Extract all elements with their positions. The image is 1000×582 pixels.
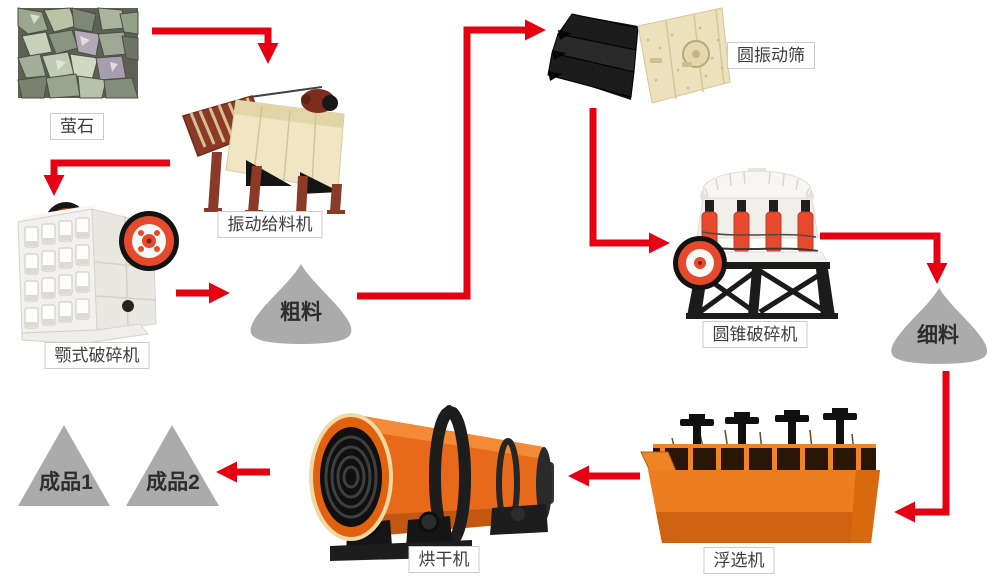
fine-material-pile [891,287,988,364]
label-cone-crusher: 圆锥破碎机 [702,321,808,348]
arrow-screen-to-cone-crusher [589,108,670,254]
label-flotation-machine: 浮选机 [703,547,775,574]
product1-triangle [18,425,110,506]
fluorite-photo [17,7,139,99]
label-product-2: 成品2 [146,471,200,494]
cone-crusher-flywheel [673,236,727,290]
label-fine-material: 细料 [917,324,959,347]
arrow-cone-crusher-to-fine [820,232,948,284]
dryer-illustration [309,405,554,561]
jaw-crusher-pockets [24,217,90,329]
flotation-machine-illustration [640,408,880,543]
jaw-crusher-illustration [17,202,179,345]
arrow-feeder-to-jaw-crusher [43,159,170,196]
screen-decks [547,13,639,98]
flow-arrows [43,19,950,523]
label-coarse-material: 粗料 [280,301,322,324]
jaw-crusher-flywheel [119,211,179,271]
arrow-fluorite-to-feeder [152,27,279,64]
label-dryer: 烘干机 [408,546,480,573]
cone-crusher-cylinders [701,200,814,253]
vibrating-screen-illustration [547,7,731,104]
label-jaw-crusher: 颚式破碎机 [44,342,150,369]
label-fluorite: 萤石 [50,113,104,140]
label-vibrating-feeder: 振动给料机 [217,211,323,238]
vibrating-feeder-illustration [182,86,345,216]
label-vibrating-screen: 圆振动筛 [727,42,815,69]
product2-triangle [126,425,219,506]
cone-crusher-illustration [673,168,838,319]
label-product-1: 成品1 [39,471,93,494]
dryer-drum-opening [309,413,393,541]
arrow-coarse-to-screen [357,19,546,300]
arrow-fine-to-flotation [894,371,950,523]
coarse-material-pile [250,264,352,344]
